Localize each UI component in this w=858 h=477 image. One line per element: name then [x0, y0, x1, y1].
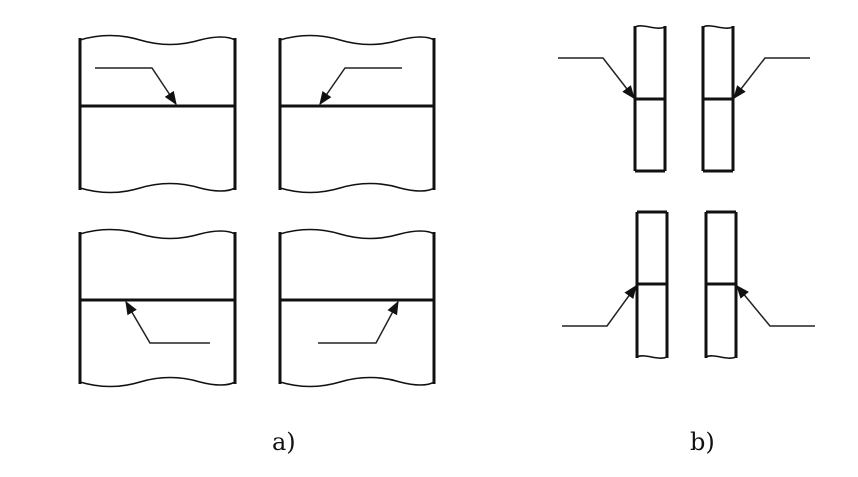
figure-a-panel-bottom-right	[278, 228, 436, 388]
figure-a-panel-top-left	[78, 34, 237, 194]
caption-b: b)	[690, 428, 715, 456]
break-line-top	[634, 25, 666, 29]
break-line-bottom	[79, 182, 236, 194]
break-line-top	[702, 25, 734, 29]
leader-arrow	[562, 284, 637, 327]
break-line-top	[79, 34, 236, 46]
leader-arrow	[558, 57, 635, 100]
leader-arrow	[736, 284, 815, 327]
figure-a-panel-top-right	[278, 34, 436, 194]
figure-a-panel-bottom-left	[78, 228, 237, 388]
break-line-top	[279, 228, 435, 240]
figure-b-bar-bottom-right	[704, 210, 815, 359]
leader-arrow	[319, 67, 402, 106]
figure-b-bar-top-left	[558, 25, 667, 173]
leader-arrow	[733, 57, 810, 100]
break-line-bottom	[79, 376, 236, 388]
break-line-bottom	[279, 376, 435, 388]
break-line-bottom	[279, 182, 435, 194]
leader-arrow	[125, 300, 210, 344]
break-line-bottom	[636, 355, 668, 359]
figure-b-bar-bottom-left	[562, 210, 669, 359]
break-line-top	[79, 228, 236, 240]
break-line-bottom	[705, 355, 737, 359]
leader-arrow	[318, 300, 399, 344]
leader-arrow	[95, 67, 177, 106]
figure-b-bar-top-right	[701, 25, 810, 173]
caption-a: a)	[272, 428, 296, 456]
break-line-top	[279, 34, 435, 46]
